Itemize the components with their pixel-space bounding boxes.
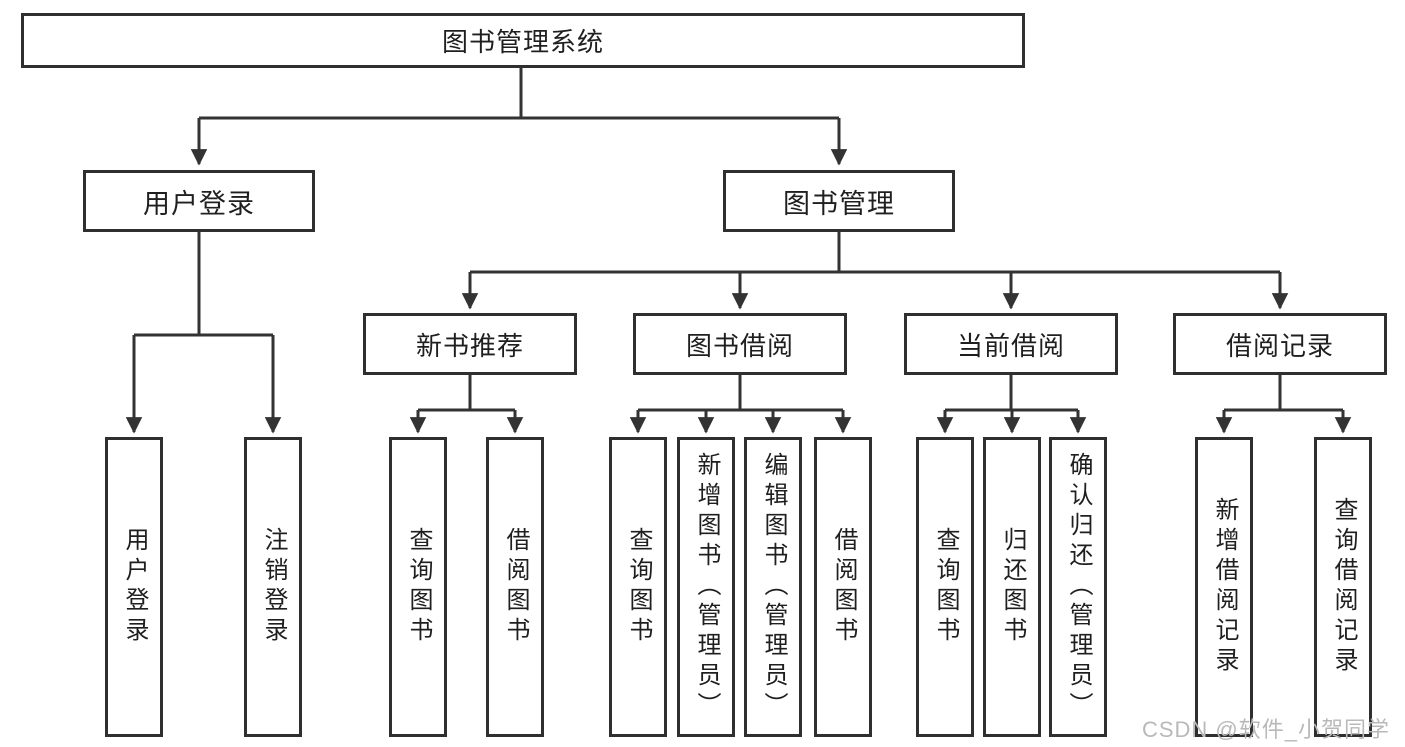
node-leaf-query-borrow-record: 查询借阅记录 [1314,437,1372,737]
node-label: 确认归还（管理员） [1065,452,1092,722]
node-book-management: 图书管理 [723,170,955,232]
node-leaf-user-login: 用户登录 [105,437,163,737]
node-label: 查询图书 [625,527,652,647]
node-label: 借阅记录 [1225,330,1334,361]
node-label: 用户登录 [121,527,148,647]
node-leaf-borrow-books: 借阅图书 [814,437,872,737]
node-label: 查询借阅记录 [1330,497,1357,677]
node-label: 注销登录 [260,527,287,647]
node-label: 用户登录 [143,188,255,219]
node-label: 查询图书 [932,527,959,647]
node-label: 新书推荐 [415,330,524,361]
node-label: 借阅图书 [830,527,857,647]
node-leaf-logout: 注销登录 [244,437,302,737]
node-label: 归还图书 [999,527,1026,647]
csdn-watermark: CSDN @软件_小贺同学 [1141,717,1390,742]
node-leaf-query-books: 查询图书 [389,437,447,737]
node-label: 借阅图书 [502,527,529,647]
node-leaf-borrow-books: 借阅图书 [486,437,544,737]
node-book-borrowing: 图书借阅 [633,313,847,375]
node-label: 新增借阅记录 [1211,497,1238,677]
node-label: 当前借阅 [956,330,1065,361]
node-leaf-query-books: 查询图书 [916,437,974,737]
node-user-login: 用户登录 [83,170,315,232]
node-leaf-query-books: 查询图书 [609,437,667,737]
node-label: 查询图书 [405,527,432,647]
node-leaf-edit-books-admin: 编辑图书（管理员） [744,437,802,737]
node-label: 图书管理系统 [441,27,604,57]
node-leaf-confirm-return-admin: 确认归还（管理员） [1049,437,1107,737]
node-label: 图书借阅 [685,330,794,361]
node-leaf-return-books: 归还图书 [983,437,1041,737]
node-label: 新增图书（管理员） [693,452,720,722]
node-label: 图书管理 [783,188,895,219]
node-label: 编辑图书（管理员） [760,452,787,722]
node-current-borrowing: 当前借阅 [904,313,1118,375]
node-leaf-add-books-admin: 新增图书（管理员） [677,437,735,737]
node-new-book-recommend: 新书推荐 [363,313,577,375]
node-borrowing-records: 借阅记录 [1173,313,1387,375]
node-leaf-add-borrow-record: 新增借阅记录 [1195,437,1253,737]
node-library-management-system: 图书管理系统 [21,13,1025,68]
